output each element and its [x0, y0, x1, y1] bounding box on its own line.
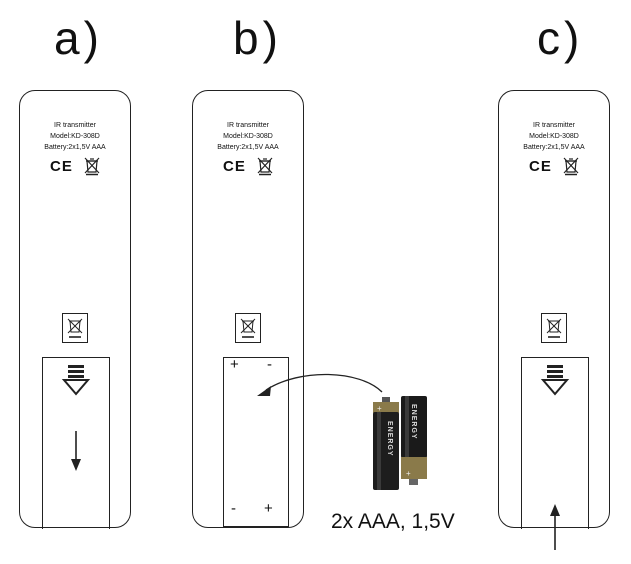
- weee-bin-small-icon: [546, 318, 562, 338]
- step-label-a: a): [54, 12, 103, 64]
- label-ir-transmitter: IR transmitter: [227, 120, 269, 129]
- label-ir-transmitter: IR transmitter: [54, 120, 96, 129]
- weee-box: [62, 313, 88, 343]
- weee-bin-small-icon: [67, 318, 83, 338]
- polarity-plus-top: +: [230, 356, 239, 373]
- weee-bin-icon: [563, 157, 579, 176]
- battery-brand-label: ENERGY: [386, 421, 393, 457]
- step-label-c: c): [537, 12, 584, 64]
- door-push-arrow-icon: [61, 365, 91, 396]
- ce-mark: CE: [528, 157, 552, 175]
- compliance-marks: CE: [499, 157, 609, 176]
- battery-door: [521, 357, 589, 529]
- compliance-marks: CE: [20, 157, 130, 176]
- weee-box: [541, 313, 567, 343]
- weee-bin-icon: [257, 157, 273, 176]
- polarity-plus-bottom: +: [264, 500, 273, 517]
- remote-back-c: IR transmitter Model:KD-308D Battery:2x1…: [498, 90, 610, 529]
- battery-aaa-2: ENERGY +: [401, 396, 427, 485]
- label-model: Model:KD-308D: [50, 131, 100, 140]
- weee-bin-icon: [84, 157, 100, 176]
- label-ir-transmitter: IR transmitter: [533, 120, 575, 129]
- ce-mark: CE: [222, 157, 246, 175]
- label-model: Model:KD-308D: [223, 131, 273, 140]
- compliance-marks: CE: [193, 157, 303, 176]
- remote-back-b: IR transmitter Model:KD-308D Battery:2x1…: [192, 90, 304, 528]
- remote-back-a: IR transmitter Model:KD-308D Battery:2x1…: [19, 90, 131, 529]
- step-label-b: b): [233, 12, 282, 64]
- battery-aaa-1: ENERGY +: [373, 397, 399, 490]
- battery-plus-mark: +: [377, 404, 382, 413]
- battery-brand-label: ENERGY: [410, 404, 417, 440]
- polarity-minus-top: -: [267, 356, 272, 373]
- polarity-minus-bottom: -: [231, 500, 236, 517]
- ce-mark: CE: [49, 157, 73, 175]
- label-battery-spec: Battery:2x1,5V AAA: [217, 142, 279, 151]
- slide-down-arrow-icon: [71, 431, 81, 471]
- label-battery-spec: Battery:2x1,5V AAA: [44, 142, 106, 151]
- label-model: Model:KD-308D: [529, 131, 579, 140]
- battery-door: [42, 357, 110, 529]
- battery-caption: 2x AAA, 1,5V: [331, 510, 455, 533]
- battery-compartment-open: + - - +: [223, 356, 289, 527]
- weee-box: [235, 313, 261, 343]
- weee-bin-small-icon: [240, 318, 256, 338]
- door-push-arrow-icon: [540, 365, 570, 396]
- label-battery-spec: Battery:2x1,5V AAA: [523, 142, 585, 151]
- battery-plus-mark: +: [406, 469, 411, 478]
